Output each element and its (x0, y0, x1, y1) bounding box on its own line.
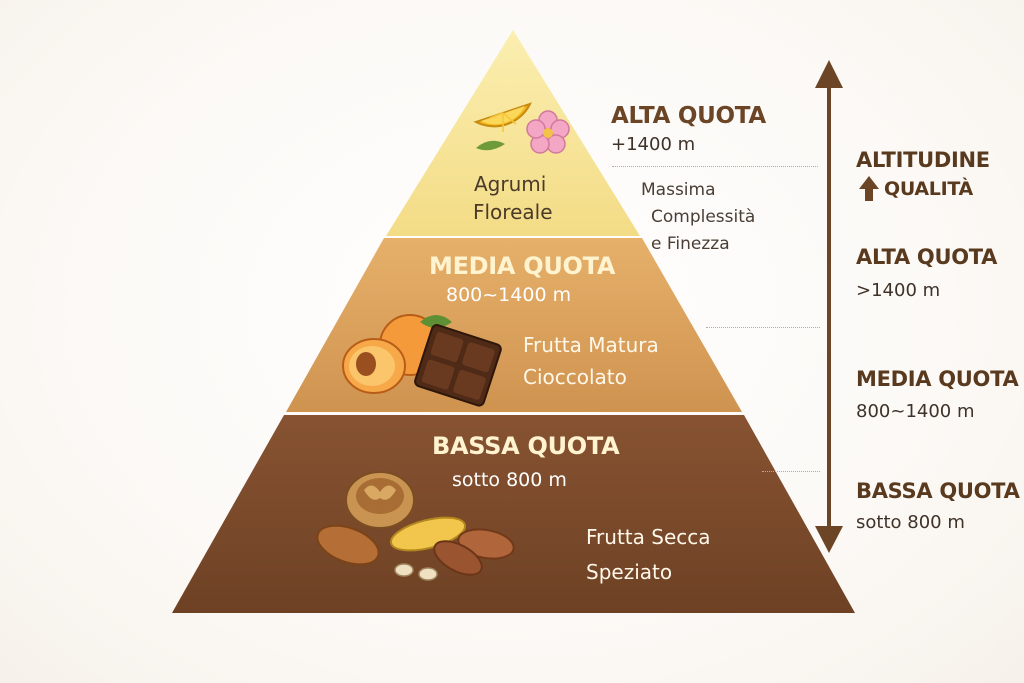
alta-range: +1400 m (611, 134, 696, 155)
alta-note-line3: e Finezza (651, 234, 730, 254)
bassa-range: sotto 800 m (452, 469, 567, 491)
bassa-title: BASSA QUOTA (432, 432, 620, 460)
axis-level-alta-title: ALTA QUOTA (856, 245, 998, 269)
alta-flavor-line1: Agrumi (474, 172, 547, 196)
alta-flavor-line2: Floreale (473, 200, 553, 224)
axis-level-media-title: MEDIA QUOTA (856, 367, 1019, 391)
pink-flower-icon (526, 110, 570, 154)
alta-label: ALTA QUOTA (611, 103, 766, 129)
divider-bassa (762, 471, 820, 472)
alta-note-line2: Complessità (651, 207, 756, 227)
tier-alta (386, 30, 640, 236)
up-arrow-icon (859, 176, 879, 201)
divider-media (706, 327, 820, 328)
axis-level-alta-range: >1400 m (856, 280, 941, 301)
tier-bassa (172, 415, 855, 613)
axis-subtitle: QUALITÀ (884, 178, 973, 200)
chocolate-icon (414, 324, 502, 407)
media-range: 800~1400 m (446, 284, 572, 306)
altitude-axis-arrow (815, 60, 843, 553)
media-flavor-line1: Frutta Matura (523, 333, 659, 357)
axis-title: ALTITUDINE (856, 148, 990, 172)
walnut-icon (345, 471, 415, 529)
axis-level-bassa-title: BASSA QUOTA (856, 479, 1020, 503)
lemon-slice-icon (473, 102, 532, 151)
bassa-flavor-line1: Frutta Secca (586, 525, 711, 549)
media-title: MEDIA QUOTA (429, 252, 616, 280)
media-flavor-line2: Cioccolato (523, 365, 627, 389)
axis-level-media-range: 800~1400 m (856, 401, 975, 422)
bassa-flavor-line2: Speziato (586, 560, 673, 584)
alta-note-line1: Massima (641, 180, 716, 200)
axis-level-bassa-range: sotto 800 m (856, 512, 965, 533)
almond-icon (316, 516, 515, 581)
divider-alta (612, 166, 818, 167)
